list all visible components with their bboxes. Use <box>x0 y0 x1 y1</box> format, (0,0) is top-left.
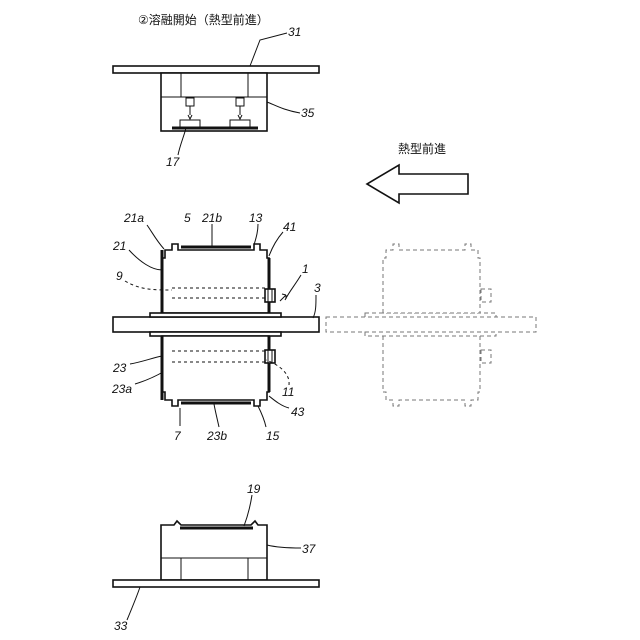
advance-arrow <box>367 165 468 203</box>
lower-plate-33 <box>113 580 319 587</box>
label-11: 11 <box>282 385 294 399</box>
label-1: 1 <box>302 262 309 276</box>
label-23a: 23a <box>111 382 132 396</box>
label-15: 15 <box>266 429 280 443</box>
label-21a: 21a <box>123 211 144 225</box>
label-5: 5 <box>184 211 191 225</box>
label-21: 21 <box>112 239 126 253</box>
lower-half-23 <box>162 336 269 406</box>
label-7: 7 <box>174 429 182 443</box>
upper-half-21 <box>162 244 269 313</box>
base-plate-3 <box>113 317 319 332</box>
label-17: 17 <box>166 155 181 169</box>
workpiece-assembly <box>113 244 319 406</box>
advancing-heater-ghost <box>326 244 536 406</box>
label-35: 35 <box>301 106 315 120</box>
label-19: 19 <box>247 482 261 496</box>
upper-heater-assembly <box>113 66 319 131</box>
label-13: 13 <box>249 211 263 225</box>
upper-plate-31 <box>113 66 319 73</box>
label-41: 41 <box>283 220 296 234</box>
label-23b: 23b <box>206 429 227 443</box>
label-31: 31 <box>288 25 301 39</box>
label-43: 43 <box>291 405 305 419</box>
label-21b: 21b <box>201 211 222 225</box>
diagram-title: ②溶融開始（熱型前進） <box>138 12 269 27</box>
lower-frame-37 <box>161 521 267 580</box>
lower-heater-assembly <box>113 521 319 587</box>
label-3: 3 <box>314 281 321 295</box>
upper-frame-35 <box>161 73 267 131</box>
label-23: 23 <box>112 361 127 375</box>
label-9: 9 <box>116 269 123 283</box>
arrow-label: 熱型前進 <box>398 141 446 156</box>
label-33: 33 <box>114 619 128 633</box>
label-37: 37 <box>302 542 317 556</box>
